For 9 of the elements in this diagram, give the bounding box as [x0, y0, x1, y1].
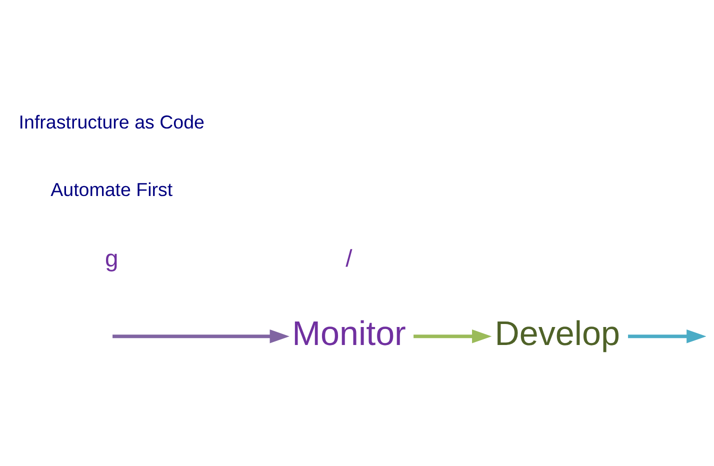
arrow	[414, 329, 492, 343]
arrow	[112, 329, 290, 343]
label: Automate First	[50, 178, 173, 200]
label: /	[346, 244, 352, 272]
node-text: Monitor	[292, 314, 406, 352]
label: g	[105, 244, 118, 272]
arrow	[628, 329, 706, 343]
node-text: Develop	[494, 314, 620, 352]
label: Infrastructure as Code	[18, 111, 204, 132]
